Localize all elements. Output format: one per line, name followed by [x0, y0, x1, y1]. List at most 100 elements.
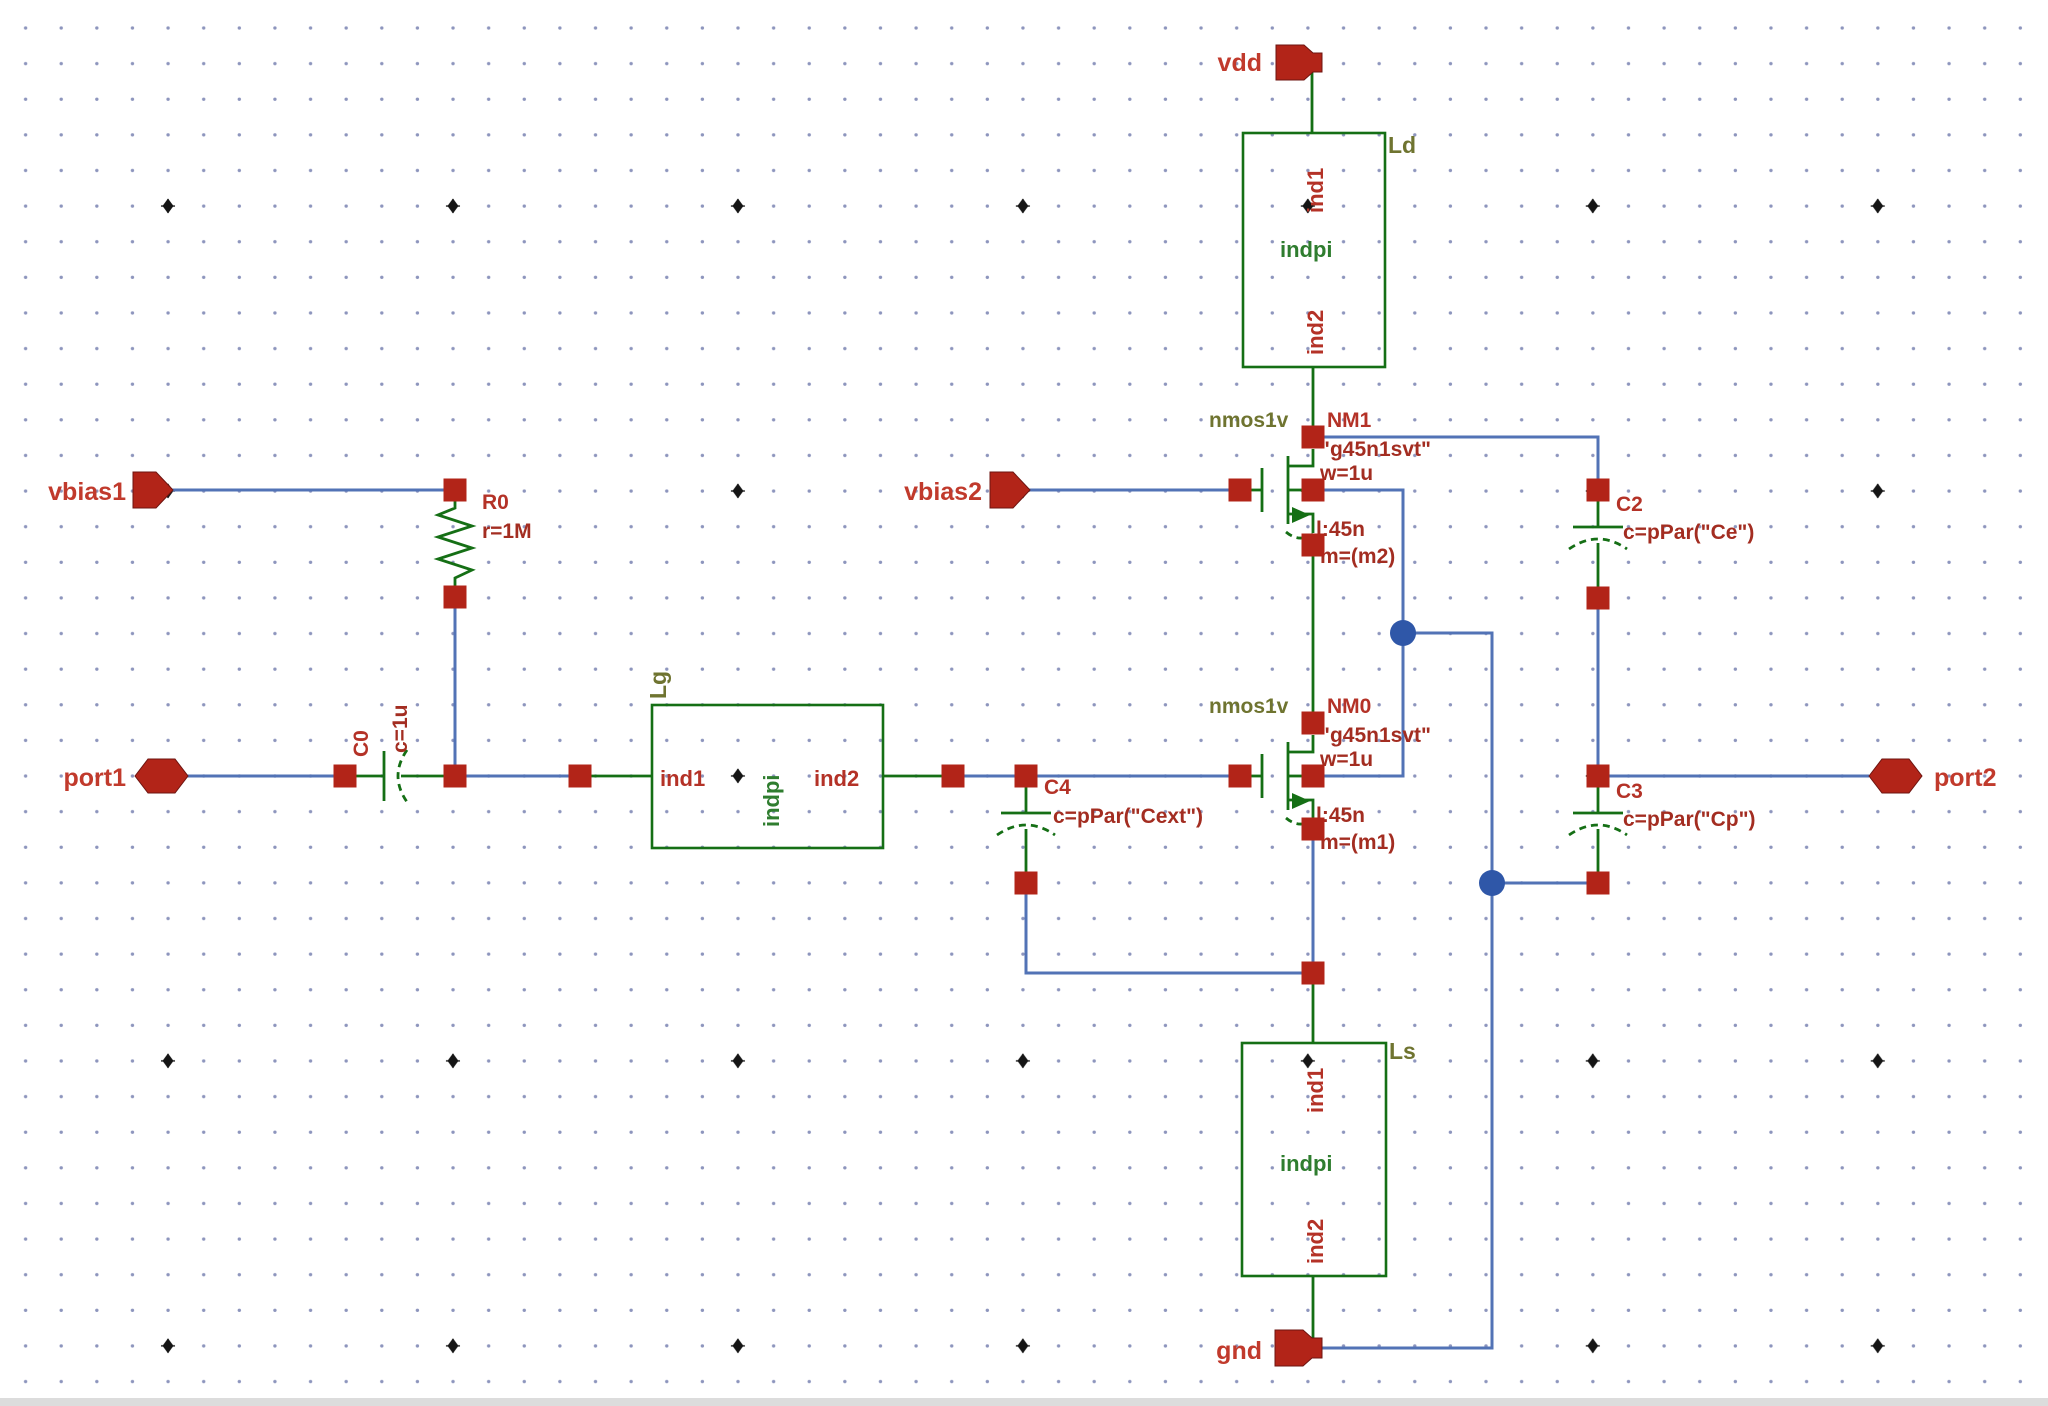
vbias2-label: vbias2: [904, 478, 982, 506]
pin-r0-top: [443, 478, 467, 502]
ls-pin1-label: ind1: [1303, 1068, 1328, 1113]
wire-nm1-drain-to-c2[interactable]: [1324, 435, 1600, 480]
pin-nm1-drain: [1301, 425, 1325, 449]
nm0-mult-label: m=(m1): [1320, 831, 1395, 854]
c2-value-label: c=pPar("Ce"): [1623, 521, 1754, 544]
inductor-ls[interactable]: Ls ind1 indpi ind2: [1240, 982, 1416, 1340]
ls-pin2-label: ind2: [1303, 1219, 1328, 1264]
ls-body: [1240, 1041, 1388, 1278]
pin-nm0-bulk: [1301, 764, 1325, 788]
pin-nm0-drain: [1301, 711, 1325, 735]
r0-value-label: r=1M: [482, 520, 532, 543]
c0-name-label: C0: [350, 730, 373, 757]
c4-value-label: c=pPar("Cext"): [1053, 805, 1203, 828]
pin-input-junction: [443, 764, 467, 788]
nm0-model-label: "g45n1svt": [1320, 724, 1431, 747]
nm1-source-arrow: [1292, 507, 1310, 523]
r0-name-label: R0: [482, 491, 509, 514]
pin-c4-top: [1014, 764, 1038, 788]
nm0-length-label: l:45n: [1316, 804, 1365, 827]
nm0-name-label: NM0: [1327, 695, 1371, 718]
port1-label: port1: [64, 764, 127, 792]
wire-gnd-riser[interactable]: [1322, 892, 1494, 1350]
pin-c3-bottom: [1586, 871, 1610, 895]
pin-c2-top: [1586, 478, 1610, 502]
pin-lg-right: [941, 764, 965, 788]
c3-name-label: C3: [1616, 780, 1643, 803]
pin-c2-bottom: [1586, 586, 1610, 610]
capacitor-c3[interactable]: C3 c=pPar("Cp"): [1568, 780, 1756, 872]
lg-pin2-label: ind2: [814, 766, 859, 791]
ls-instance-label: Ls: [1389, 1038, 1416, 1064]
port-vbias2[interactable]: vbias2: [904, 471, 1031, 509]
c3-bottom-plate: [1568, 823, 1628, 837]
pin-nm1-source: [1301, 533, 1325, 557]
r0-zigzag: [433, 501, 477, 588]
nm0-drain-lead: [1288, 735, 1315, 754]
vbias2-flag-icon: [989, 471, 1031, 509]
ld-pin2-label: ind2: [1303, 310, 1328, 355]
port1-hexagon-icon: [134, 758, 189, 794]
pin-c3-top: [1586, 764, 1610, 788]
vbias1-label: vbias1: [48, 478, 126, 506]
c3-value-label: c=pPar("Cp"): [1623, 808, 1756, 831]
vbias1-flag-icon: [132, 471, 174, 509]
pin-nm1-gate: [1228, 478, 1252, 502]
ld-instance-label: Ld: [1388, 132, 1416, 158]
gnd-label: gnd: [1216, 1337, 1262, 1365]
port2-hexagon-icon: [1868, 758, 1923, 794]
connection-pins: [333, 425, 1610, 985]
ld-body: [1241, 131, 1387, 369]
pin-nm0-source: [1301, 817, 1325, 841]
capacitor-c0[interactable]: C0 c=1u: [350, 705, 445, 803]
lg-cell-label: indpi: [759, 774, 784, 827]
c4-bottom-plate: [996, 823, 1056, 837]
c4-name-label: C4: [1044, 776, 1071, 799]
port2-label: port2: [1934, 764, 1997, 792]
pin-c0-left: [333, 764, 357, 788]
pin-source-junction: [1301, 961, 1325, 985]
port-gnd[interactable]: gnd: [1216, 1329, 1323, 1367]
c0-value-label: c=1u: [389, 705, 412, 753]
window-bottom-edge: [0, 1398, 2048, 1406]
nm0-width-label: w=1u: [1319, 748, 1373, 771]
lg-pin1-label: ind1: [660, 766, 705, 791]
port-port2[interactable]: port2: [1868, 758, 1997, 794]
capacitor-c4[interactable]: C4 c=pPar("Cext"): [996, 776, 1203, 872]
ld-pin1-label: ind1: [1303, 168, 1328, 213]
vdd-label: vdd: [1218, 49, 1262, 77]
port-vdd[interactable]: vdd: [1218, 44, 1323, 81]
inductor-ld[interactable]: Ld ind1 indpi ind2: [1241, 70, 1416, 428]
nm1-width-label: w=1u: [1319, 462, 1373, 485]
pin-nm1-bulk: [1301, 478, 1325, 502]
port-port1[interactable]: port1: [64, 758, 189, 794]
capacitor-c2[interactable]: C2 c=pPar("Ce"): [1568, 493, 1754, 587]
nm1-model-label: "g45n1svt": [1320, 438, 1431, 461]
nm1-mult-label: m=(m2): [1320, 545, 1395, 568]
pin-r0-bottom: [443, 585, 467, 609]
pin-c4-bottom: [1014, 871, 1038, 895]
inductor-lg[interactable]: Lg ind1 indpi ind2: [585, 671, 952, 850]
pin-lg-left: [568, 764, 592, 788]
nm1-drain-lead: [1288, 449, 1315, 468]
lg-instance-label: Lg: [645, 671, 671, 699]
nmos-nm0[interactable]: nmos1v NM0 "g45n1svt" w=1u l:45n m=(m1): [1209, 695, 1431, 854]
nm1-cell-label: nmos1v: [1209, 409, 1289, 432]
nm1-length-label: l:45n: [1316, 518, 1365, 541]
junction-dot-gnd: [1479, 870, 1505, 896]
wire-bulk-branch[interactable]: [1403, 631, 1494, 874]
nm1-name-label: NM1: [1327, 409, 1372, 432]
c2-bottom-plate: [1568, 537, 1628, 551]
nmos-nm1[interactable]: nmos1v NM1 "g45n1svt" w=1u l:45n m=(m2): [1209, 409, 1431, 568]
c2-name-label: C2: [1616, 493, 1643, 516]
nm0-cell-label: nmos1v: [1209, 695, 1289, 718]
nm0-source-arrow: [1292, 793, 1310, 809]
ls-cell-label: indpi: [1280, 1151, 1333, 1176]
c0-right-plate: [396, 749, 409, 803]
junction-dot-bulk: [1390, 620, 1416, 646]
resistor-r0[interactable]: R0 r=1M: [433, 491, 532, 588]
wire-c4-to-source-node[interactable]: [1024, 893, 1303, 975]
port-vbias1[interactable]: vbias1: [48, 471, 174, 509]
